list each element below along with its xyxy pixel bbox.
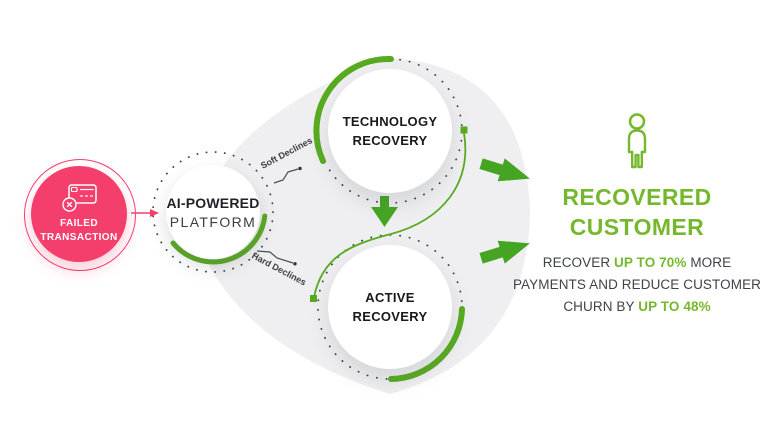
right-block-arrow-icon	[479, 158, 530, 182]
failed-transaction-line2: TRANSACTION	[40, 232, 118, 243]
technology-recovery-label: TECHNOLOGY RECOVERY	[343, 112, 438, 150]
failed-transaction-node: FAILED TRANSACTION	[31, 166, 127, 262]
benefit-highlight-48: UP TO 48%	[638, 299, 711, 314]
benefit-text-part: MORE	[686, 255, 732, 270]
platform-dotted-ring	[152, 151, 274, 273]
active-recovery-label: ACTIVE RECOVERY	[353, 288, 428, 326]
recovered-customer-line1: RECOVERED	[562, 184, 712, 210]
ai-platform-line1: AI-POWERED	[166, 194, 260, 211]
hard-declines-connector-dot	[293, 262, 297, 266]
benefit-text: RECOVER UP TO 70% MORE PAYMENTS AND REDU…	[513, 252, 761, 318]
technology-recovery-line1: TECHNOLOGY	[342, 114, 438, 129]
recovered-customer-heading: RECOVERED CUSTOMER	[562, 182, 711, 242]
flow-curve-endpoint	[460, 126, 468, 134]
active-recovery-node: ACTIVE RECOVERY	[328, 245, 452, 369]
benefit-text-part: RECOVER	[542, 255, 615, 270]
flow-curve-endpoint	[310, 295, 317, 302]
benefit-line3: CHURN BY UP TO 48%	[513, 296, 761, 318]
active-green-arc	[388, 306, 465, 382]
hard-declines-connector	[256, 250, 294, 264]
platform-green-arc	[170, 213, 268, 265]
benefit-highlight-70: UP TO 70%	[614, 255, 687, 270]
ai-platform-line2: PLATFORM	[169, 213, 257, 230]
technology-recovery-node: TECHNOLOGY RECOVERY	[328, 69, 452, 193]
down-arrow-icon	[371, 196, 398, 227]
failed-transaction-line1: FAILED	[60, 218, 98, 229]
benefit-line1: RECOVER UP TO 70% MORE	[513, 252, 761, 274]
benefit-line2: PAYMENTS AND REDUCE CUSTOMER	[513, 274, 761, 296]
technology-recovery-line2: RECOVERY	[352, 133, 428, 148]
declined-card-icon	[62, 184, 97, 212]
benefit-text-part: PAYMENTS AND REDUCE CUSTOMER	[512, 277, 762, 292]
technology-green-arc	[313, 55, 394, 164]
active-recovery-line2: RECOVERY	[352, 309, 428, 324]
recovered-customer-section: RECOVERED CUSTOMER RECOVER UP TO 70% MOR…	[508, 112, 766, 318]
person-icon	[627, 113, 647, 169]
soft-declines-connector-dot	[298, 166, 302, 171]
failed-transaction-label: FAILED TRANSACTION	[40, 217, 117, 245]
flow-curve	[313, 132, 467, 298]
recovered-customer-line2: CUSTOMER	[569, 214, 705, 240]
soft-declines-connector	[273, 168, 299, 184]
failed-to-platform-arrowhead	[150, 209, 159, 217]
failed-transaction-ring	[24, 159, 136, 271]
active-recovery-line1: ACTIVE	[365, 290, 415, 305]
right-block-arrow-icon	[479, 240, 530, 264]
benefit-text-part: CHURN BY	[563, 299, 639, 314]
ai-platform-node: AI-POWERED PLATFORM	[166, 165, 260, 259]
